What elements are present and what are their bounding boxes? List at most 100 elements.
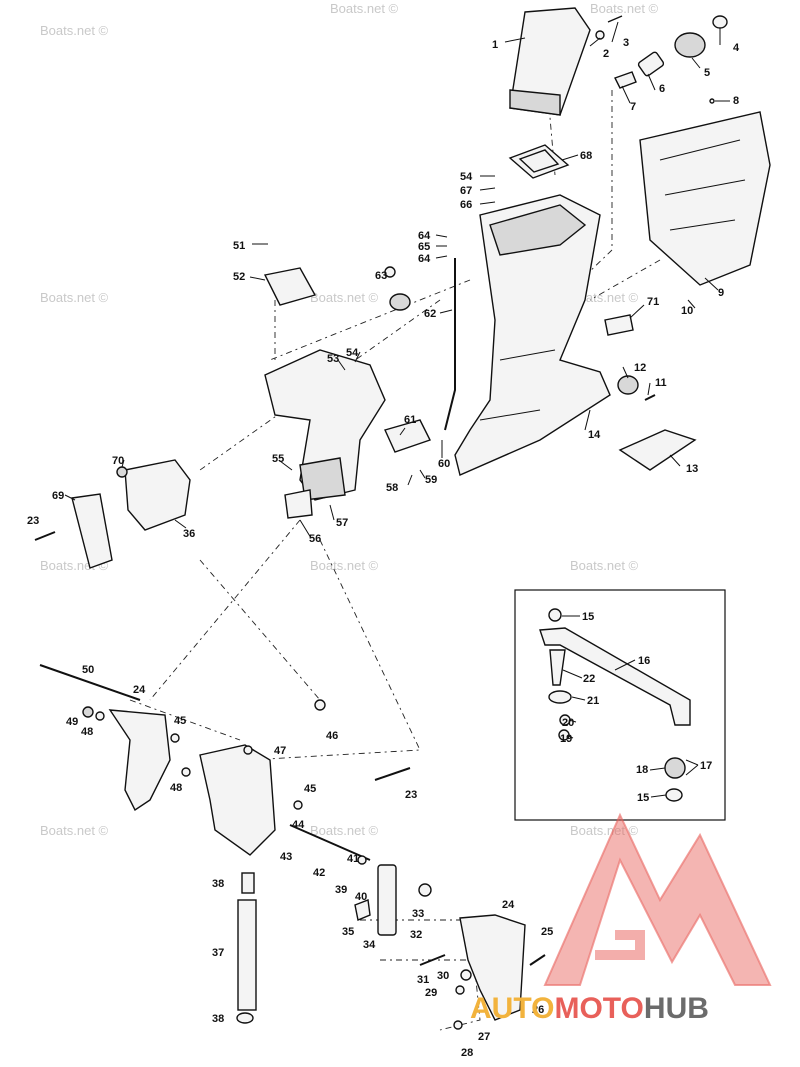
part-bracket-36 xyxy=(116,459,191,531)
callout-48b: 48 xyxy=(170,782,182,794)
callout-28: 28 xyxy=(461,1047,473,1059)
part-lower-cowl xyxy=(639,111,771,286)
callout-67: 67 xyxy=(460,185,472,197)
part-decal-71 xyxy=(604,314,634,336)
callout-33: 33 xyxy=(412,908,424,920)
callout-18: 18 xyxy=(636,764,648,776)
label-leaders xyxy=(64,21,730,798)
callout-23b: 23 xyxy=(405,789,417,801)
callout-71: 71 xyxy=(647,296,659,308)
brand-logo xyxy=(543,812,772,986)
part-tube-37-38 xyxy=(236,872,257,1024)
callout-26: 26 xyxy=(532,1004,544,1016)
watermark-text: Boats.net © xyxy=(40,23,109,38)
callout-23a: 23 xyxy=(27,515,39,527)
part-swivel-cover xyxy=(263,266,411,311)
callout-10: 10 xyxy=(681,305,693,317)
brand-wordmark: AUTOMOTOHUB xyxy=(470,992,709,1025)
watermark-text: Boats.net © xyxy=(570,823,639,838)
callout-70: 70 xyxy=(112,455,124,467)
part-swivel-bracket xyxy=(264,349,386,519)
callout-2: 2 xyxy=(603,48,609,60)
callout-43: 43 xyxy=(280,851,292,863)
part-gasket-68 xyxy=(508,144,570,179)
watermark-text: Boats.net © xyxy=(330,1,399,16)
part-hardware-top-right xyxy=(595,15,728,104)
callout-20: 20 xyxy=(562,717,574,729)
watermark-text: Boats.net © xyxy=(40,823,109,838)
callout-49: 49 xyxy=(66,716,78,728)
callout-66: 66 xyxy=(460,199,472,211)
callout-34: 34 xyxy=(363,939,376,951)
part-driveshaft-housing xyxy=(454,194,611,476)
callout-62: 62 xyxy=(424,308,436,320)
callout-53: 53 xyxy=(327,353,339,365)
callout-51: 51 xyxy=(233,240,245,252)
callout-58: 58 xyxy=(386,482,398,494)
callout-54a: 54 xyxy=(460,171,473,183)
part-bracket-69 xyxy=(34,493,113,569)
watermark-text: Boats.net © xyxy=(310,558,379,573)
watermark-text: Boats.net © xyxy=(310,823,379,838)
callout-25: 25 xyxy=(541,926,553,938)
callout-40: 40 xyxy=(355,891,367,903)
callout-labels: 1 2 3 4 5 6 7 8 9 10 11 12 13 14 15 16 2… xyxy=(27,37,740,1059)
callout-15a: 15 xyxy=(582,611,594,623)
callout-21: 21 xyxy=(587,695,599,707)
callout-57: 57 xyxy=(336,517,348,529)
callout-29: 29 xyxy=(425,987,437,999)
callout-46a: 46 xyxy=(326,730,338,742)
part-clamp-bracket-right xyxy=(419,914,546,1030)
part-clamp-bracket-left xyxy=(39,664,191,812)
callout-36a: 36 xyxy=(183,528,195,540)
part-swivel-housing-47 xyxy=(199,744,276,856)
callout-41: 41 xyxy=(347,853,359,865)
callout-50: 50 xyxy=(82,664,94,676)
part-hardware-lower xyxy=(289,699,411,861)
callout-45b: 45 xyxy=(304,783,316,795)
callout-35: 35 xyxy=(342,926,354,938)
callout-14: 14 xyxy=(588,429,601,441)
callout-7: 7 xyxy=(630,101,636,113)
callout-1: 1 xyxy=(492,39,498,51)
logo-mark-icon xyxy=(543,812,772,986)
callout-11: 11 xyxy=(655,377,667,389)
part-seal-13 xyxy=(618,429,697,471)
callout-56: 56 xyxy=(309,533,321,545)
callout-47: 47 xyxy=(274,745,286,757)
callout-3: 3 xyxy=(623,37,629,49)
callout-65: 65 xyxy=(418,241,430,253)
callout-60: 60 xyxy=(438,458,450,470)
brand-part-hub: HUB xyxy=(644,992,709,1025)
callout-39: 39 xyxy=(335,884,347,896)
callout-9: 9 xyxy=(718,287,724,299)
callout-17: 17 xyxy=(700,760,712,772)
callout-24a: 24 xyxy=(133,684,146,696)
callout-54b: 54 xyxy=(346,347,359,359)
part-cylinder-34 xyxy=(354,855,432,936)
callout-24b: 24 xyxy=(502,899,515,911)
part-plate-61 xyxy=(384,419,431,453)
callout-38a: 38 xyxy=(212,878,224,890)
callout-61: 61 xyxy=(404,414,416,426)
callout-32: 32 xyxy=(410,929,422,941)
callout-37: 37 xyxy=(212,947,224,959)
callout-38b: 38 xyxy=(212,1013,224,1025)
watermark-text: Boats.net © xyxy=(570,290,639,305)
part-exhaust-tube xyxy=(504,7,591,116)
callout-52: 52 xyxy=(233,271,245,283)
callout-16: 16 xyxy=(638,655,650,667)
callout-44: 44 xyxy=(292,819,305,831)
callout-68: 68 xyxy=(580,150,592,162)
callout-19: 19 xyxy=(560,733,572,745)
callout-30: 30 xyxy=(437,970,449,982)
callout-59: 59 xyxy=(425,474,437,486)
brand-part-auto: AUTO xyxy=(470,992,554,1025)
inset-steering-link xyxy=(514,589,726,821)
watermark-text: Boats.net © xyxy=(40,290,109,305)
watermark-text: Boats.net © xyxy=(310,290,379,305)
callout-45a: 45 xyxy=(174,715,186,727)
callout-31: 31 xyxy=(417,974,429,986)
callout-55: 55 xyxy=(272,453,284,465)
